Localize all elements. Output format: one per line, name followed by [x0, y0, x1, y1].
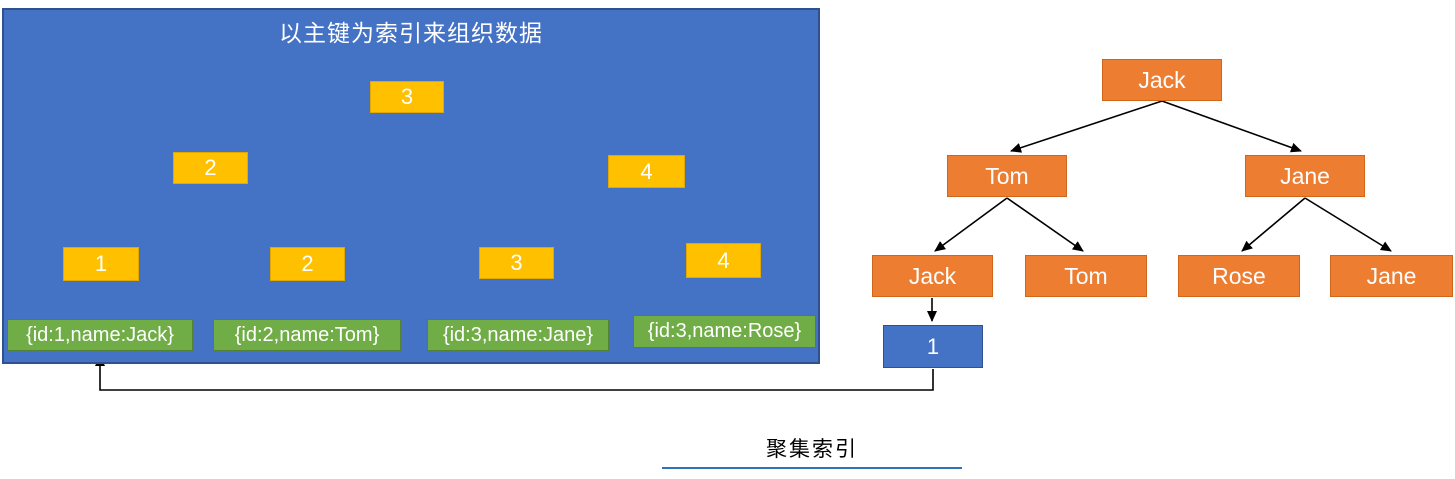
panel-title: 以主键为索引来组织数据: [279, 20, 543, 46]
data-row-jane: {id:3,name:Jane}: [427, 319, 609, 351]
index-node-l2-left: 2: [173, 152, 248, 184]
name-node-tom: Tom: [947, 155, 1067, 197]
caption-underline: [662, 467, 962, 469]
primary-key-panel: [2, 8, 820, 364]
name-leaf-rose: Rose: [1178, 255, 1300, 297]
name-leaf-jane: Jane: [1330, 255, 1453, 297]
index-node-leaf-4: 4: [686, 243, 761, 278]
name-leaf-tom: Tom: [1025, 255, 1147, 297]
data-row-jack: {id:1,name:Jack}: [7, 319, 193, 351]
name-leaf-jack: Jack: [872, 255, 993, 297]
primary-key-pointer-node: 1: [883, 325, 983, 368]
data-row-rose: {id:3,name:Rose}: [633, 315, 816, 348]
index-node-leaf-2: 2: [270, 247, 345, 281]
index-node-l2-right: 4: [608, 155, 685, 188]
index-node-leaf-1: 1: [63, 247, 139, 281]
name-node-root-jack: Jack: [1102, 59, 1222, 101]
data-row-tom: {id:2,name:Tom}: [213, 319, 401, 351]
caption-label: 聚集索引: [766, 438, 858, 461]
index-node-leaf-3: 3: [479, 247, 554, 279]
name-node-jane: Jane: [1245, 155, 1365, 197]
index-node-root: 3: [370, 81, 444, 113]
